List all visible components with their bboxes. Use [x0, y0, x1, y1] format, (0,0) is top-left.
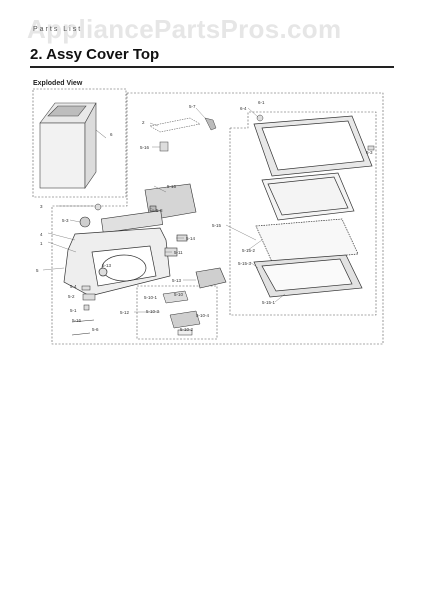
- callout-5-1: 5-1: [70, 308, 77, 313]
- lid-frame-and-glass: [253, 115, 373, 298]
- callout-5-4: 5-4: [70, 284, 77, 289]
- callout-5-15-1: 5-15-1: [262, 300, 276, 305]
- callout-6-4: 6-4: [240, 106, 247, 111]
- leader-lines: [42, 107, 286, 313]
- callout-5-3: 5-3: [62, 218, 69, 223]
- callout-5-10-4: 5-10-4: [196, 313, 210, 318]
- main-assembly-boundary: [51, 92, 384, 345]
- callout-5-15: 5-15: [212, 223, 222, 228]
- callout-labels: 2 6 5-7 6-4 6-1 6-3 5-16 5-15 5-8 3 5-3 …: [36, 100, 373, 332]
- tub-cover-frame: [63, 227, 171, 297]
- callout-5: 5: [36, 268, 39, 273]
- assembly-boundaries: [32, 88, 384, 345]
- callout-5-2: 5-2: [68, 294, 75, 299]
- left-small-parts: [71, 203, 102, 336]
- callout-5-10-2: 5-10-2: [180, 327, 194, 332]
- callout-6-1: 6-1: [258, 100, 265, 105]
- callout-5-12: 5-12: [120, 310, 130, 315]
- callout-5-10-1: 5-10-1: [144, 295, 158, 300]
- callout-5-10: 5-10: [174, 292, 184, 297]
- callout-5-15-upper: 5-15: [167, 184, 177, 189]
- upper-small-parts: [149, 114, 375, 152]
- callout-2: 2: [142, 120, 145, 125]
- header-small-text: Parts List: [33, 26, 83, 33]
- callout-5-14: 5-14: [186, 236, 196, 241]
- control-panel-assembly: [79, 183, 197, 234]
- callout-5-16-top: 5-16: [140, 145, 150, 150]
- callout-5-11: 5-11: [174, 250, 183, 255]
- callout-6-3: 6-3: [366, 150, 373, 155]
- callout-1: 1: [40, 241, 43, 246]
- callout-5-8: 5-8: [156, 208, 163, 213]
- title-rule: [30, 66, 394, 68]
- exploded-view-label: Exploded View: [33, 80, 83, 87]
- lid-assembly-boundary: [229, 111, 377, 316]
- washer-cabinet-icon: [39, 102, 97, 189]
- callout-5-15-3: 5-15-3: [238, 261, 252, 266]
- callout-4: 4: [40, 232, 43, 237]
- callout-5-7: 5-7: [189, 104, 196, 109]
- section-title: 2. Assy Cover Top: [30, 46, 160, 63]
- washer-overview-boundary: [32, 88, 127, 198]
- callout-3: 3: [40, 204, 43, 209]
- callout-5-13-right: 5-13: [172, 278, 182, 283]
- callout-5-10-3: 5-10-3: [146, 309, 160, 314]
- control-assembly-boundary: [136, 285, 218, 340]
- control-sub-parts: [162, 290, 201, 336]
- callout-5-6-1: 5-16: [72, 318, 82, 323]
- site-watermark: AppliancePartsPros.com: [27, 14, 342, 44]
- callout-5-13: 5-13: [102, 263, 112, 268]
- callout-5-6: 5-6: [92, 327, 99, 332]
- callout-5-15-2: 5-15-2: [242, 248, 256, 253]
- callout-6: 6: [110, 132, 113, 137]
